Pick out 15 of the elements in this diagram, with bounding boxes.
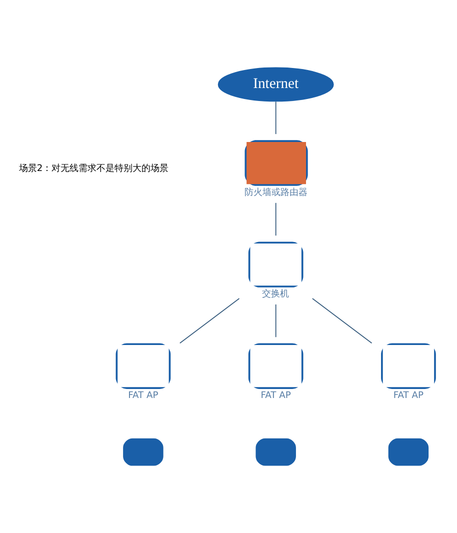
node-label: FAT AP (128, 391, 158, 402)
node-label: 防火墙或路由器 (244, 188, 308, 198)
connector (275, 101, 276, 135)
node-box (123, 438, 164, 466)
node-label: 交换机 (262, 290, 290, 300)
label: 场景2：对无线需求不是特别大的场景 (18, 164, 169, 174)
connector (275, 202, 276, 236)
node-box (388, 438, 429, 466)
node-box (256, 438, 296, 466)
connector (312, 298, 372, 344)
node-label: FAT AP (393, 391, 424, 402)
connector (275, 304, 276, 338)
node-ellipse: Internet (218, 67, 334, 102)
connector (179, 298, 240, 344)
node-label: FAT AP (260, 391, 291, 402)
